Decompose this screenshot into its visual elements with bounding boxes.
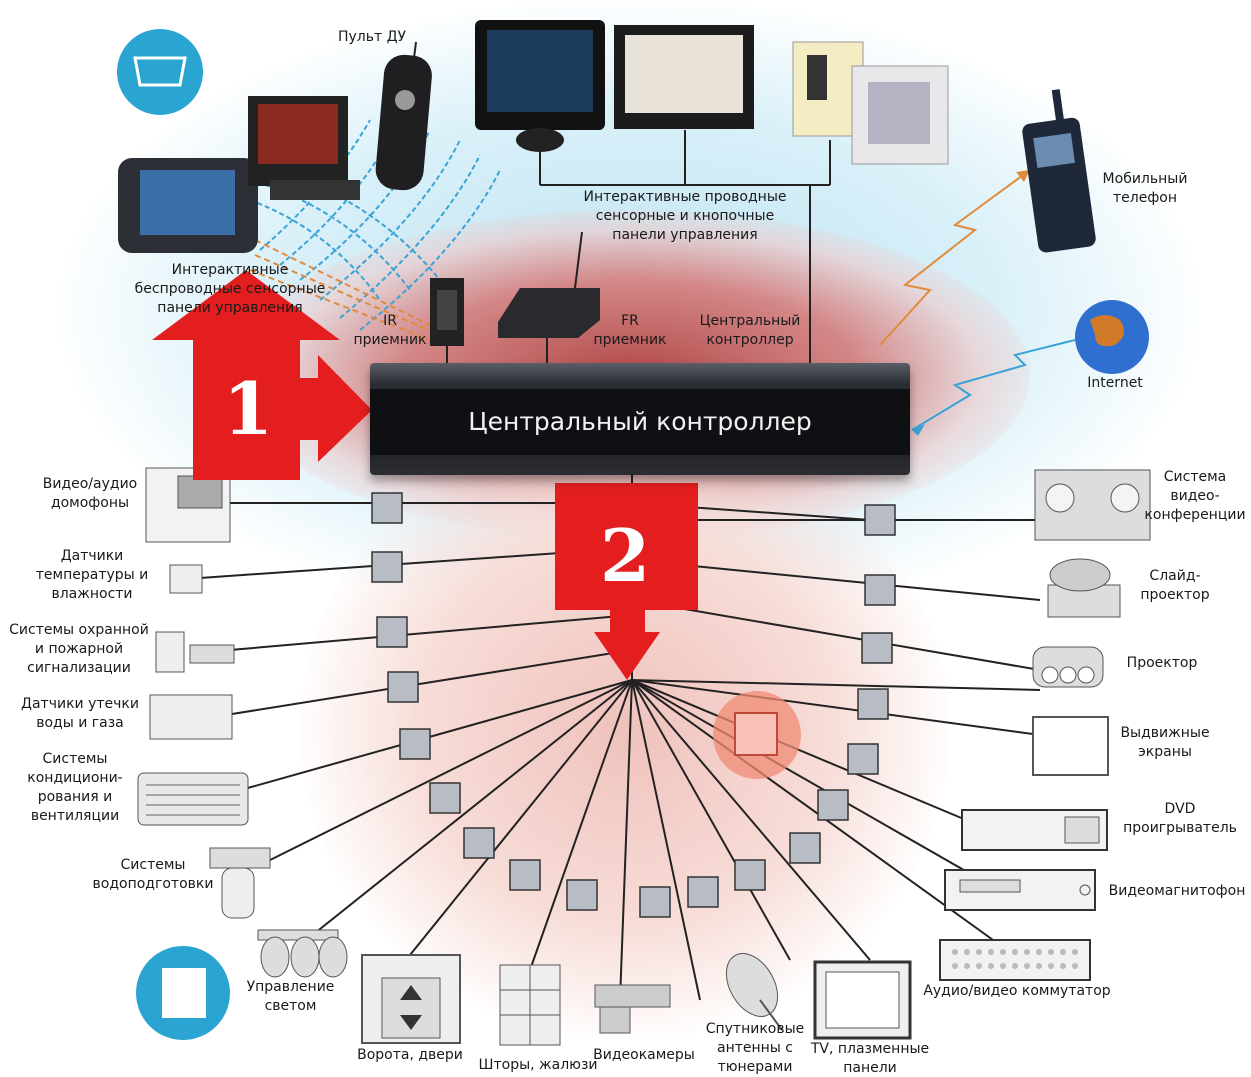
interface-module-icon: [864, 574, 896, 606]
screen-icon: [1032, 716, 1109, 776]
camera-icon: [594, 984, 671, 1034]
interface-module-icon: [861, 632, 893, 664]
label-left-hvac: Системы кондициони- рования и вентиляции: [27, 751, 123, 824]
label-right-av-switcher: Аудио/видео коммутатор: [923, 983, 1111, 999]
label-left-intercom: Видео/аудио домофоны: [42, 476, 138, 511]
label-bottom-satellite: Спутниковые антенны с тюнерами: [705, 1021, 805, 1075]
label-right-screens: Выдвижные экраны: [1120, 725, 1210, 760]
label-rf-receiver: FR приемник: [593, 313, 667, 348]
label-left-leak-sensors: Датчики утечки воды и газа: [21, 696, 139, 731]
label-right-slide-projector: Слайд- проектор: [1140, 568, 1210, 603]
label-remote: Пульт ДУ: [337, 29, 407, 45]
projector-icon: [1032, 646, 1104, 688]
interface-module-icon: [371, 492, 403, 524]
label-internet: Internet: [1087, 375, 1143, 391]
label-central-controller: Центральный контроллер: [699, 313, 801, 348]
blinds-icon: [499, 964, 561, 1046]
interface-module-icon: [399, 728, 431, 760]
vcr-icon: [944, 869, 1096, 911]
controller-title: Центральный контроллер: [468, 407, 812, 436]
label-right-vcr: Видеомагнитофон: [1108, 883, 1246, 899]
smoke-detector-icon: [155, 631, 185, 673]
label-left-water: Системы водоподготовки: [92, 857, 214, 892]
label-right-videoconf: Система видео- конференции: [1144, 469, 1246, 523]
label-wireless-panels: Интерактивные беспроводные сенсорные пан…: [134, 262, 326, 316]
video-conference-icon: [1034, 469, 1151, 541]
label-left-security: Системы охранной и пожарной сигнализации: [9, 622, 149, 676]
central-controller-box: Центральный контроллер: [370, 363, 910, 475]
marker-2-number: 2: [599, 513, 651, 598]
interface-module-icon: [817, 789, 849, 821]
label-wired-panels: Интерактивные проводные сенсорные и кноп…: [583, 189, 787, 243]
water-gas-sensor-icon: [149, 694, 233, 740]
mobile-phone-icon: [1022, 89, 1096, 253]
controller-front-panel: [370, 389, 910, 455]
remote-control-icon: [375, 54, 432, 191]
interface-module-icon: [687, 876, 719, 908]
marker-1-number: 1: [222, 366, 274, 451]
interface-module-icon: [864, 504, 896, 536]
label-right-projector: Проектор: [1126, 655, 1198, 671]
spotlight-icon: [257, 929, 348, 978]
label-right-dvd: DVD проигрыватель: [1123, 801, 1237, 836]
marker-1-right-arrow: [300, 355, 372, 462]
label-bottom-tv: TV, плазменные панели: [810, 1041, 930, 1076]
interface-module-icon: [509, 859, 541, 891]
touch-panel-icon: [117, 29, 203, 115]
label-bottom-gates: Ворота, двери: [357, 1047, 463, 1063]
marker-2-box: [555, 483, 698, 610]
slide-projector-icon: [1047, 558, 1121, 618]
label-bottom-cameras: Видеокамеры: [593, 1047, 695, 1063]
water-filter-icon: [209, 847, 271, 919]
interface-module-icon: [639, 886, 671, 918]
dvd-icon: [961, 809, 1108, 851]
marker-1-up-arrow: [152, 270, 340, 480]
interface-module-icon: [387, 671, 419, 703]
marker-arrows: [152, 270, 698, 680]
air-conditioner-icon: [137, 772, 249, 826]
rf-receiver-icon: [498, 288, 600, 338]
label-bottom-lighting: Управление светом: [246, 979, 335, 1014]
interface-module-icon: [789, 832, 821, 864]
tv-icon: [813, 960, 912, 1040]
interface-module-icon: [463, 827, 495, 859]
interface-module-icon: [847, 743, 879, 775]
sensor-icon: [169, 564, 203, 594]
gate-icon: [361, 954, 461, 1044]
interface-module-icon: [371, 551, 403, 583]
label-ir-receiver: IR приемник: [353, 313, 427, 348]
label-mobile-phone: Мобильный телефон: [1102, 171, 1188, 206]
switcher-icon: [939, 939, 1091, 981]
interface-module-icon: [734, 859, 766, 891]
interface-module-icon: [566, 879, 598, 911]
interface-module-icon: [429, 782, 461, 814]
interface-module-icon: [376, 616, 408, 648]
marker-2-down-arrow: [594, 610, 660, 680]
label-left-temp-sensors: Датчики температуры и влажности: [35, 548, 149, 602]
satellite-dish-icon: [725, 953, 783, 1031]
interface-module-icon: [857, 688, 889, 720]
label-bottom-blinds: Шторы, жалюзи: [478, 1057, 598, 1073]
